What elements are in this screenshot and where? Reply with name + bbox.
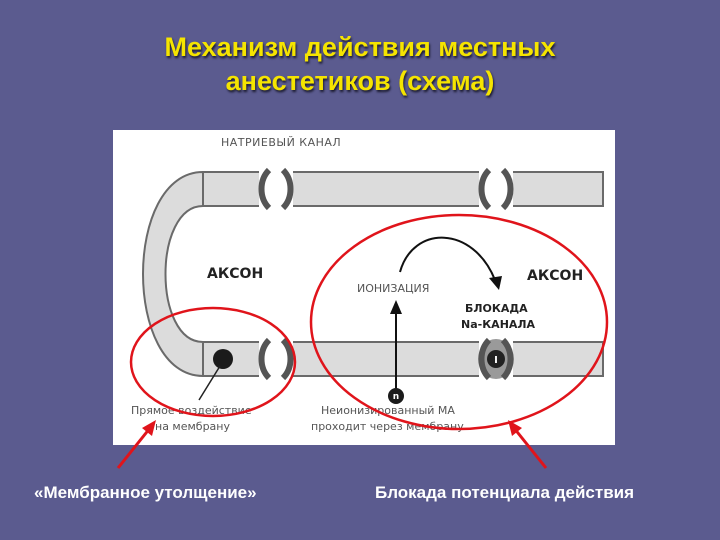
right-caption-arrow [514, 428, 546, 468]
action-potential-block-caption: Блокада потенциала действия [375, 483, 634, 503]
left-caption-arrow [118, 428, 150, 468]
membrane-thickening-caption: «Мембранное утолщение» [34, 483, 257, 503]
